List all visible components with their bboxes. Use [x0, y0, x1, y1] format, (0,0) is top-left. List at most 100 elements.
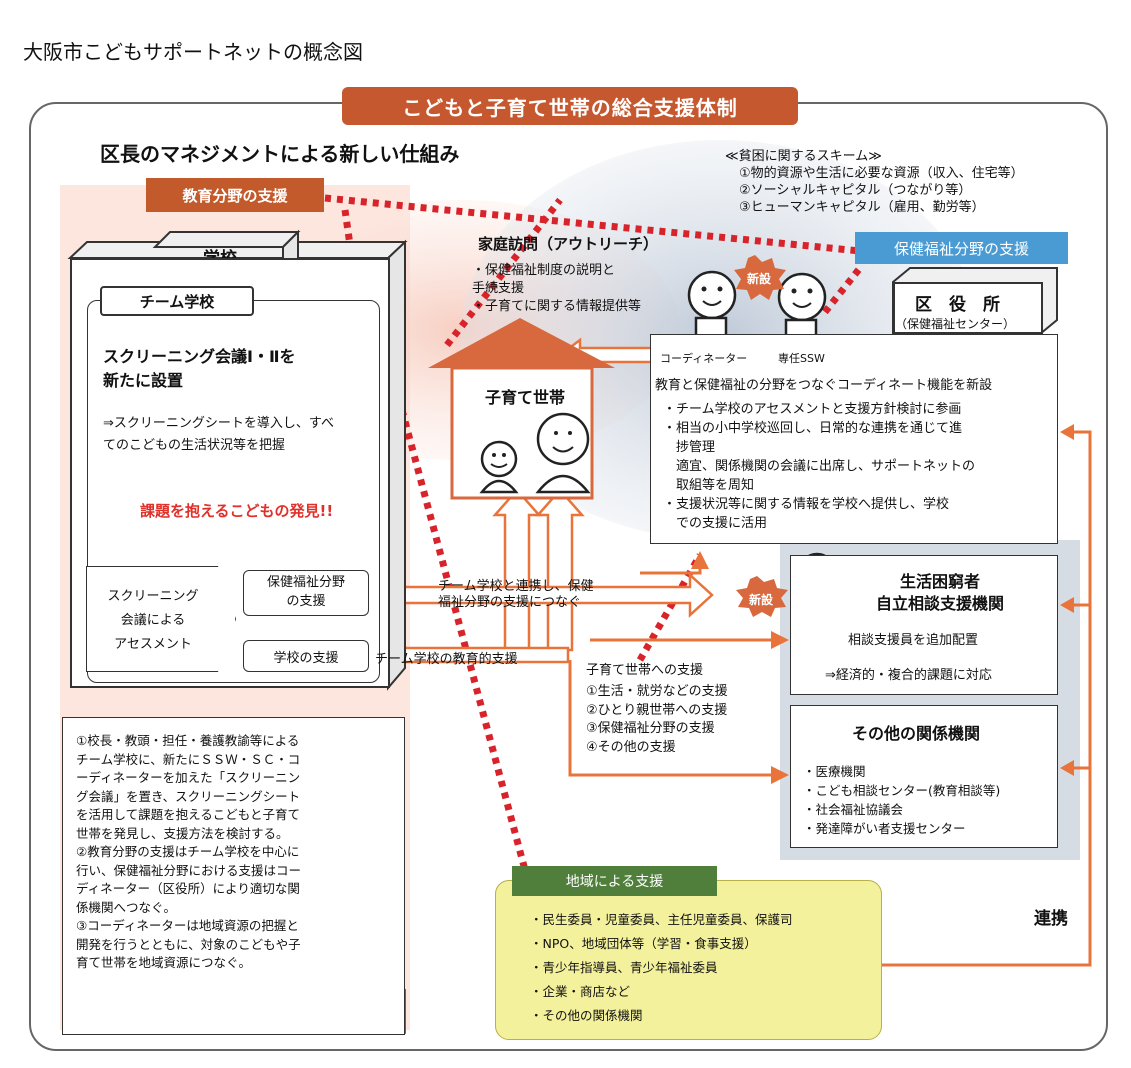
note-line: ②教育分野の支援はチーム学校を中心に: [76, 844, 300, 859]
poverty-center-box: [790, 555, 1058, 695]
link-label: 連携: [1034, 909, 1068, 929]
ward-office-item: ・支援状況等に関する情報を学校へ提供し、学校: [663, 497, 950, 512]
welfare-support-box-text: 保健福祉分野 の支援: [243, 573, 369, 611]
household-support-item: ①生活・就労などの支援: [586, 684, 728, 699]
community-tag: 地域による支援: [512, 866, 717, 896]
household-support-item: ④その他の支援: [586, 739, 676, 755]
poverty-center-line1: 相談支援員を追加配置: [848, 633, 979, 648]
other-orgs-item: ・社会福祉協議会: [803, 802, 904, 817]
ward-office-box: [650, 334, 1058, 544]
ward-office-subtitle: （保健福祉センター）: [895, 317, 1016, 331]
welfare-box-line: の支援: [286, 594, 326, 609]
welfare-link-label: チーム学校と連携し、保健 福祉分野の支援につなぐ: [438, 579, 594, 611]
home-visit-item: 手続支援: [472, 281, 525, 296]
subtitle: 区長のマネジメントによる新しい仕組み: [100, 142, 460, 166]
assessment-box: [86, 566, 236, 672]
screening-title: スクリーニング会議Ⅰ・Ⅱを 新たに設置: [103, 345, 296, 393]
school-support-box: 学校の支援: [243, 640, 369, 672]
ward-office-item: ・チーム学校のアセスメントと支援方針検討に参画: [663, 402, 962, 417]
screening-desc: ⇒スクリーニングシートを導入し、すべ てのこどもの生活状況等を把握: [103, 413, 334, 457]
welfare-box-line: 保健福祉分野: [266, 575, 345, 590]
screening-desc-line: ⇒スクリーニングシートを導入し、すべ: [103, 416, 334, 431]
home-visit-item: ・保健福祉制度の説明と: [472, 263, 616, 278]
poverty-scheme-item: ②ソーシャルキャピタル（つながり等）: [739, 183, 972, 198]
other-orgs-items: ・医療機関 ・こども相談センター(教育相談等) ・社会福祉協議会 ・発達障がい者…: [803, 762, 1000, 838]
new-badge-poverty-center: 新設: [749, 593, 774, 607]
assessment-line: スクリーニング: [107, 589, 199, 604]
household-support-item: ②ひとり親世帯への支援: [586, 702, 728, 718]
poverty-center-line2: ⇒経済的・複合的課題に対応: [825, 668, 992, 683]
home-visit-items: ・保健福祉制度の説明と 手続支援 ・子育てに関する情報提供等: [472, 262, 641, 316]
welfare-link-line: チーム学校と連携し、保健: [438, 579, 594, 594]
note-line: 係機関へつなぐ。: [76, 899, 177, 915]
assessment-line: アセスメント: [114, 637, 192, 652]
welfare-link-arrow: [372, 572, 714, 618]
ward-office-item: 適宜、関係機関の会議に出席し、サポートネットの: [663, 459, 976, 474]
assessment-line: 会議による: [120, 613, 186, 628]
household-label: 子育て世帯: [485, 388, 566, 407]
screening-desc-line: てのこどもの生活状況等を把握: [103, 438, 286, 453]
orange-connectors: [568, 430, 1092, 967]
banner-title: こどもと子育て世帯の総合支援体制: [342, 87, 798, 125]
home-visit-title: 家庭訪問（アウトリーチ）: [478, 235, 659, 253]
screening-title-line: 新たに設置: [103, 371, 184, 390]
education-support-tag: 教育分野の支援: [146, 178, 324, 212]
ward-office-title: 区 役 所: [915, 295, 1000, 315]
welfare-support-box: [243, 570, 369, 616]
ward-office-header: [893, 282, 1043, 334]
orange-arrowheads: [1060, 424, 1074, 776]
welfare-link-line: 福祉分野の支援につなぐ: [438, 595, 582, 610]
assessment-text: スクリーニング 会議による アセスメント: [92, 585, 214, 657]
note-line: 行い、保健福祉分野における支援はコー: [76, 862, 302, 878]
poverty-scheme-heading: ≪貧困に関するスキーム≫: [725, 149, 882, 164]
other-orgs-title: その他の関係機関: [852, 724, 981, 743]
poverty-scheme: ≪貧困に関するスキーム≫ ①物的資源や生活に必要な資源（収入、住宅等） ②ソーシ…: [725, 148, 1024, 216]
screening-title-line: スクリーニング会議Ⅰ・Ⅱを: [103, 347, 296, 366]
other-orgs-item: ・医療機関: [803, 764, 866, 779]
note-line: ①校長・教頭・担任・養護教諭等による: [76, 733, 300, 748]
notes-box: [62, 717, 405, 1035]
note-line: 開発を行うとともに、対象のこどもや子: [76, 936, 301, 952]
discovery-text: 課題を抱えるこどもの発見!!: [140, 502, 334, 520]
household-support-items: ①生活・就労などの支援 ②ひとり親世帯への支援 ③保健福祉分野の支援 ④その他の…: [586, 683, 728, 757]
ward-office-item: 取組等を周知: [663, 478, 755, 493]
note-line: グ会議」を置き、スクリーニングシート: [76, 788, 301, 804]
new-badges: [734, 255, 788, 617]
note-line: ③コーディネーターは地域資源の把握と: [76, 918, 299, 933]
ward-office-item: ・相当の小中学校巡回し、日常的な連携を通じて進: [663, 421, 963, 436]
page-title: 大阪市こどもサポートネットの概念図: [23, 40, 363, 64]
note-line: ーディネーターを加えた「スクリーニン: [76, 770, 301, 785]
ward-office-lead: 教育と保健福祉の分野をつなぐコーディネート機能を新設: [655, 378, 993, 393]
poverty-center-title: 生活困窮者 自立相談支援機関: [840, 571, 1040, 615]
community-item: ・その他の関係機関: [530, 1008, 643, 1023]
note-line: を活用して課題を抱えるこどもと子育て: [76, 807, 301, 822]
education-link-arrow: [372, 646, 570, 664]
other-orgs-item: ・こども相談センター(教育相談等): [803, 783, 1001, 798]
poverty-center-title-line: 自立相談支援機関: [875, 594, 1004, 613]
ward-office-items: ・チーム学校のアセスメントと支援方針検討に参画 ・相当の小中学校巡回し、日常的な…: [663, 400, 975, 533]
poverty-scheme-item: ③ヒューマンキャピタル（雇用、勤労等）: [739, 200, 985, 215]
coordinator-label: コーディネーター: [660, 352, 748, 365]
note-line: チーム学校に、新たにＳＳＷ・ＳＣ・コ: [76, 751, 301, 767]
community-item: ・青少年指導員、青少年福祉委員: [530, 960, 718, 975]
community-item: ・民生委員・児童委員、主任児童委員、保護司: [530, 912, 793, 927]
home-visit-item: ・子育てに関する情報提供等: [472, 299, 642, 314]
new-badge-coordinator: 新設: [747, 272, 772, 286]
other-orgs-box: [790, 705, 1058, 848]
household-faces: [479, 412, 591, 494]
note-line: 世帯を発見し、支援方法を検討する。: [76, 825, 289, 841]
community-item: ・企業・商店など: [530, 984, 631, 999]
note-line: ディネーター（区役所）により適切な関: [76, 881, 300, 896]
poverty-scheme-item: ①物的資源や生活に必要な資源（収入、住宅等）: [739, 166, 1024, 181]
household-support-item: ③保健福祉分野の支援: [586, 721, 715, 736]
ward-office-item: 捗管理: [663, 440, 716, 455]
ward-office-item: での支援に活用: [663, 516, 768, 531]
notes-text: ①校長・教頭・担任・養護教諭等による チーム学校に、新たにＳＳＷ・ＳＣ・コ ーデ…: [76, 732, 301, 973]
welfare-support-tag: 保健福祉分野の支援: [855, 232, 1068, 264]
other-orgs-item: ・発達障がい者支援センター: [803, 821, 966, 836]
upward-arrows: [492, 488, 585, 652]
household-support-title: 子育て世帯への支援: [586, 663, 704, 678]
community-box: [495, 880, 882, 1040]
house-roof: [428, 318, 615, 368]
community-item: ・NPO、地域団体等（学習・食事支援）: [530, 936, 757, 951]
